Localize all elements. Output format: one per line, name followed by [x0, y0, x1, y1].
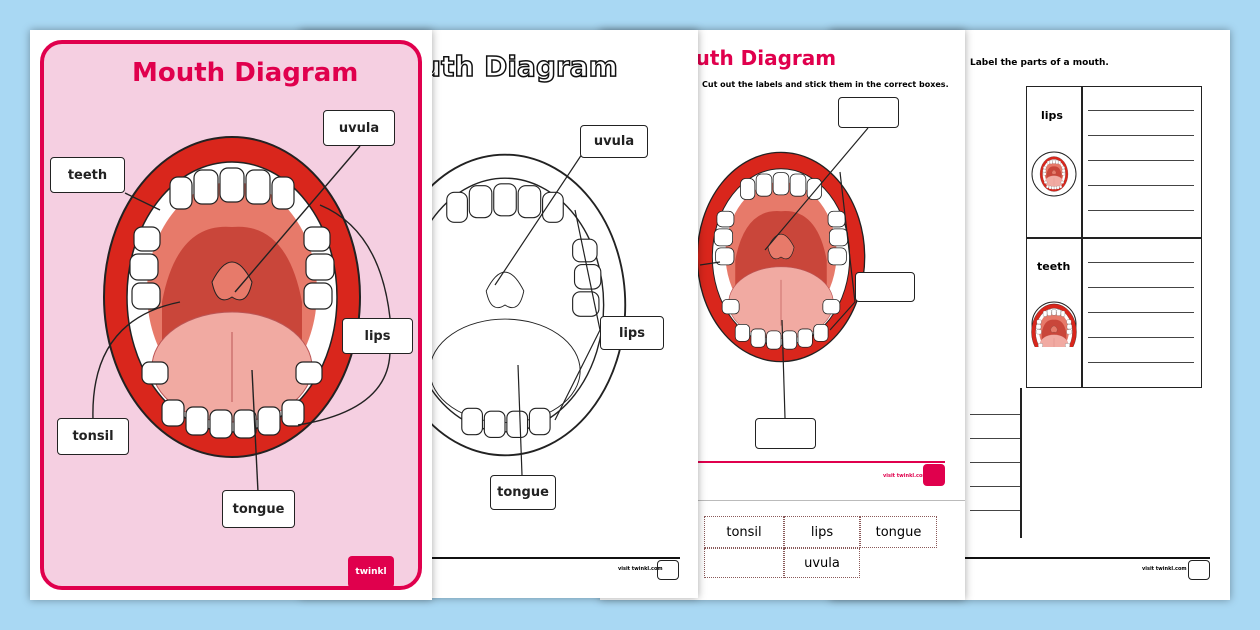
cutout-label[interactable]: tongue: [860, 516, 937, 548]
poster-page: Mouth Diagram teeth uvula lips tonsil to…: [30, 30, 432, 600]
colouring-footer: visit twinkl.com: [618, 566, 663, 572]
worksheet-instruction: Label the parts of a mouth.: [970, 58, 1109, 68]
answer-box-3[interactable]: [755, 418, 816, 449]
arrows: [494, 141, 601, 476]
label-tonsil: tonsil: [57, 418, 129, 455]
poster-title: Mouth Diagram: [132, 58, 359, 88]
label-teeth: teeth: [50, 157, 125, 193]
teeth-picture: [1031, 301, 1077, 347]
label-uvula: uvula: [323, 110, 395, 146]
label-tongue: tongue: [490, 475, 556, 510]
cut-stick-instruction: Cut out the labels and stick them in the…: [702, 80, 949, 89]
cutout-label[interactable]: [704, 548, 784, 578]
cutout-label[interactable]: lips: [784, 516, 860, 548]
row-label-lips: lips: [1041, 109, 1063, 122]
label-tongue: tongue: [222, 490, 295, 528]
arrows: [92, 145, 391, 493]
twinkl-logo: [923, 464, 945, 486]
worksheet-footer: visit twinkl.com: [1142, 566, 1187, 572]
worksheet-table: lips teeth: [1026, 86, 1202, 388]
label-lips: lips: [342, 318, 413, 354]
lips-picture: [1031, 151, 1077, 197]
twinkl-logo: [657, 560, 679, 580]
label-uvula: uvula: [580, 125, 648, 158]
twinkl-logo: twinkl: [348, 556, 394, 588]
row-label-teeth: teeth: [1037, 260, 1071, 273]
cut-stick-footer: visit twinkl.com: [883, 473, 928, 479]
arrows: [699, 127, 869, 419]
cutout-label[interactable]: uvula: [784, 548, 860, 578]
answer-box-2[interactable]: [855, 272, 915, 302]
cutout-label[interactable]: tonsil: [704, 516, 784, 548]
label-lips: lips: [600, 316, 664, 350]
twinkl-logo: [1188, 560, 1210, 580]
answer-box-1[interactable]: [838, 97, 899, 128]
